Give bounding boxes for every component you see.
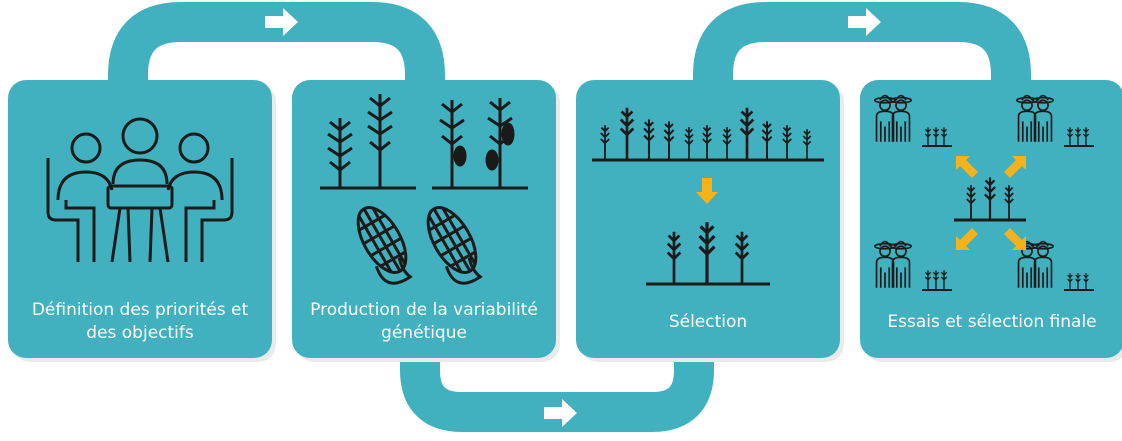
connector-step-2-to-3 <box>400 350 714 432</box>
step-label: Sélection <box>668 311 748 332</box>
right-arrow-icon <box>544 399 577 427</box>
corn-plants-icon <box>320 94 528 285</box>
step-card-genetic-variability: Production de la variabilité génétique <box>292 80 556 358</box>
connector-step-3-to-4 <box>693 2 1031 92</box>
step-label: Essais et sélection finale <box>887 311 1097 332</box>
step-card-selection: Sélection <box>576 80 840 358</box>
farmers-trials-icon <box>874 94 1094 291</box>
step-label: Définition des priorités et des objectif… <box>31 300 249 343</box>
step-label: Production de la variabilité génétique <box>310 300 538 343</box>
connector-step-1-to-2 <box>108 2 445 92</box>
right-arrow-icon <box>265 8 298 36</box>
right-arrow-icon <box>848 8 881 36</box>
meeting-people-icon <box>46 117 234 263</box>
plant-selection-icon <box>592 106 824 286</box>
diagonal-arrows-icon <box>956 156 1026 250</box>
step-card-priorities: Définition des priorités et des objectif… <box>8 80 272 358</box>
step-card-final-trials: Essais et sélection finale <box>860 80 1122 358</box>
down-arrow-icon <box>696 178 718 204</box>
